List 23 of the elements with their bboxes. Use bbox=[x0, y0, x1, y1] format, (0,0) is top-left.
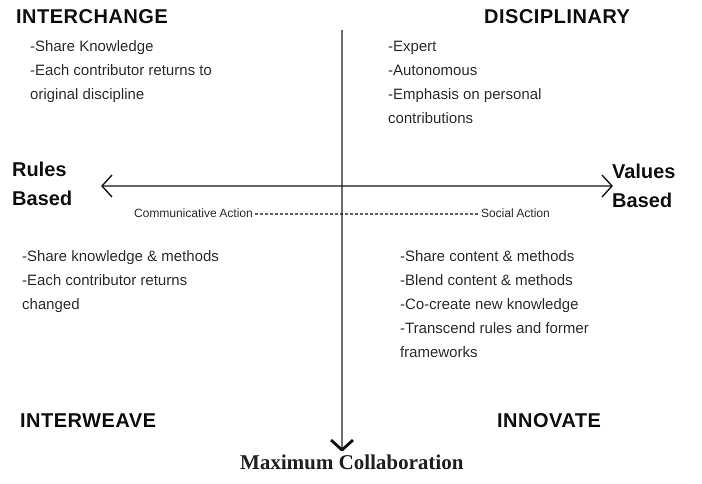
quadrant-title: INTERCHANGE bbox=[16, 6, 168, 29]
quadrant-title: INNOVATE bbox=[497, 410, 602, 433]
bullet-text: -Autonomous bbox=[388, 61, 478, 81]
quadrant-title: DISCIPLINARY bbox=[484, 6, 630, 29]
bullet-text: -Each contributor returns to original discipline bbox=[30, 61, 213, 105]
bullet-text: -Blend content & methods bbox=[400, 271, 573, 291]
bullet-text: -Emphasis on personal contributions bbox=[388, 85, 542, 129]
arrow bbox=[330, 30, 354, 452]
bullet-text: -Share knowledge & methods bbox=[22, 247, 219, 267]
axis-end-label: Rules Based bbox=[12, 156, 102, 214]
bullet-text: -Transcend rules and former frameworks bbox=[400, 319, 590, 363]
axis-end-label: Communicative Action bbox=[134, 206, 253, 220]
connector-line bbox=[255, 213, 479, 215]
bullet-text: -Share content & methods bbox=[400, 247, 574, 267]
axis-end-label: Social Action bbox=[481, 206, 550, 220]
quadrant-title: INTERWEAVE bbox=[20, 410, 156, 433]
bullet-text: -Share Knowledge bbox=[30, 37, 154, 57]
axis-title: Maximum Collaboration bbox=[240, 450, 464, 475]
bullet-text: -Expert bbox=[388, 37, 436, 57]
axis-end-label: Values Based bbox=[612, 158, 702, 216]
bullet-text: -Co-create new knowledge bbox=[400, 295, 578, 315]
arrow bbox=[101, 174, 613, 198]
bullet-text: -Each contributor returns changed bbox=[22, 271, 188, 315]
